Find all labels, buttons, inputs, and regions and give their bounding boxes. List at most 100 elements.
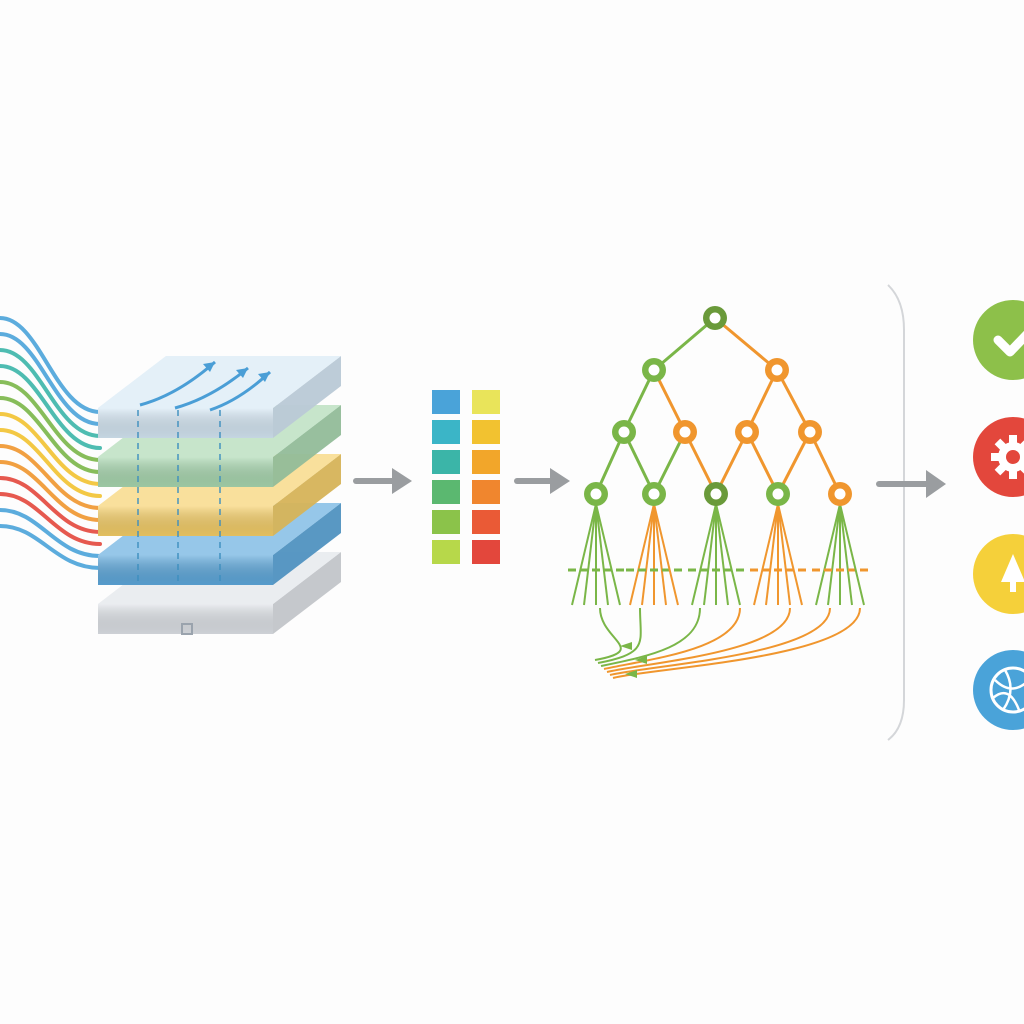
vector-cell xyxy=(472,540,500,564)
tree-nodes xyxy=(584,306,852,506)
layer-side xyxy=(273,552,341,634)
globe-lines xyxy=(992,669,1024,711)
leaf-branch xyxy=(765,503,779,606)
tree-node-center xyxy=(590,488,602,500)
tree-node-center xyxy=(648,364,660,376)
input-stream xyxy=(0,508,102,558)
input-streams xyxy=(0,316,102,570)
vector-cell xyxy=(432,540,460,564)
arrow-right-icon xyxy=(876,470,946,498)
layer-side-shade xyxy=(273,552,341,634)
leaf-branch xyxy=(571,503,597,606)
base-port xyxy=(181,623,193,635)
vector-cell xyxy=(432,450,460,474)
flow-arrowhead xyxy=(236,368,248,378)
output-arrowhead xyxy=(625,670,637,678)
input-stream xyxy=(0,492,102,546)
input-stream xyxy=(0,428,102,498)
layer-front-shade xyxy=(98,555,273,585)
globe-outline xyxy=(989,666,1024,714)
gear-hole xyxy=(1006,450,1020,464)
output-line xyxy=(594,607,622,661)
vector-cell xyxy=(472,450,500,474)
layer-top-face xyxy=(98,356,341,408)
leaf-branch xyxy=(703,503,717,606)
layer-side xyxy=(273,503,341,585)
warning-icon xyxy=(973,534,1024,614)
vector-cell xyxy=(472,420,500,444)
tree-edge xyxy=(714,316,778,372)
output-line xyxy=(597,607,642,664)
input-stream xyxy=(0,412,102,486)
layer-front-shade xyxy=(98,604,273,634)
input-stream xyxy=(0,364,102,450)
vector-cell xyxy=(472,390,500,414)
leaf-branch xyxy=(653,503,679,606)
warning-stem xyxy=(1010,582,1016,592)
tree-node-center xyxy=(741,426,753,438)
output-line xyxy=(609,607,831,676)
leaf-branch xyxy=(827,503,841,606)
vector-cell xyxy=(432,510,460,534)
output-arrowhead xyxy=(635,656,647,664)
tree-node-center xyxy=(710,488,722,500)
flow-arrowhead xyxy=(203,362,215,372)
leaf-branch xyxy=(583,503,597,606)
vector-cell xyxy=(472,510,500,534)
leaf-branch xyxy=(753,503,779,606)
input-stream xyxy=(0,476,102,534)
layer-top-highlight xyxy=(98,356,341,408)
tree-leaves xyxy=(568,503,868,606)
tree-node-center xyxy=(679,426,691,438)
leaf-branch xyxy=(595,503,621,606)
leaf-branch xyxy=(839,503,853,606)
tree-node-center xyxy=(709,312,721,324)
tree-edges xyxy=(594,316,842,495)
leaf-branch xyxy=(629,503,655,606)
top-flow-arrows xyxy=(139,360,272,412)
leaf-branch xyxy=(691,503,717,606)
leaf-branch xyxy=(815,503,841,606)
layer-side xyxy=(273,356,341,438)
outcome-icons xyxy=(973,300,1024,730)
layer-front-shade xyxy=(98,457,273,487)
vector-left xyxy=(432,390,460,564)
tree-node-center xyxy=(618,426,630,438)
tree-node-center xyxy=(804,426,816,438)
output-line xyxy=(606,607,791,673)
vector-cell xyxy=(472,480,500,504)
input-stream xyxy=(0,332,102,426)
layer-side xyxy=(273,454,341,536)
check-icon xyxy=(973,300,1024,380)
tree-edge xyxy=(653,316,716,372)
leaf-branch xyxy=(839,503,865,606)
output-line xyxy=(600,607,701,667)
vector-cell xyxy=(432,420,460,444)
input-stream xyxy=(0,316,102,414)
check-mark xyxy=(993,330,1024,357)
layer-stack xyxy=(98,356,341,635)
leaf-branch xyxy=(641,503,655,606)
output-arrowhead xyxy=(620,642,632,650)
globe-icon-circle xyxy=(973,650,1024,730)
layer-side xyxy=(273,405,341,487)
layer-side-shade xyxy=(273,454,341,536)
divider-line xyxy=(887,284,905,741)
layer-front-shade xyxy=(98,408,273,438)
vector-right xyxy=(472,390,500,564)
leaf-branch xyxy=(715,503,741,606)
tree-node-center xyxy=(834,488,846,500)
leaf-branch xyxy=(595,503,609,606)
input-stream xyxy=(0,348,102,438)
layer-side-shade xyxy=(273,503,341,585)
warning-triangle xyxy=(1001,554,1024,582)
input-stream xyxy=(0,460,102,522)
tree-node-center xyxy=(648,488,660,500)
input-stream xyxy=(0,524,102,570)
leaf-branch xyxy=(777,503,791,606)
input-stream xyxy=(0,396,102,474)
globe-icon xyxy=(973,650,1024,730)
tree-output-lines xyxy=(594,607,861,679)
layer-1 xyxy=(98,356,341,438)
